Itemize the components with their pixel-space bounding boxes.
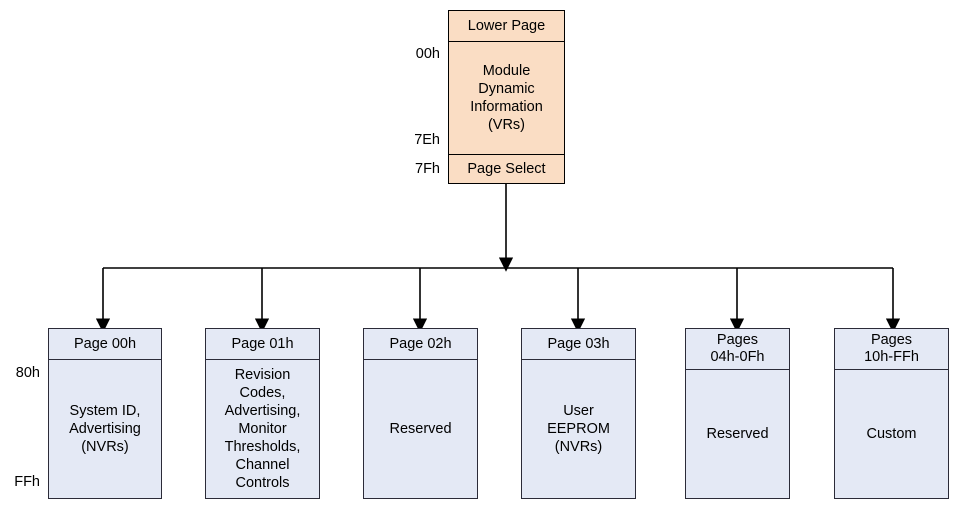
- page-box-header: Page 03h: [522, 329, 635, 360]
- page-box-body-label: Custom: [866, 426, 917, 442]
- page-box-page-02h: Page 02h Reserved: [363, 328, 478, 499]
- page-box-body: Reserved: [364, 360, 477, 498]
- page-box-body: Reserved: [686, 370, 789, 498]
- page-box-page-00h: Page 00h System ID, Advertising (NVRs): [48, 328, 162, 499]
- address-label-FFh: FFh: [14, 474, 40, 490]
- page-box-header: Page 00h: [49, 329, 161, 360]
- address-label-00h: 00h: [415, 46, 440, 62]
- page-select-section: Page Select: [449, 155, 564, 183]
- address-label-80h: 80h: [15, 365, 40, 381]
- page-box-body: Custom: [835, 370, 948, 498]
- page-box-body: User EEPROM (NVRs): [522, 360, 635, 498]
- page-box-pages-04h-0Fh: Pages 04h-0Fh Reserved: [685, 328, 790, 499]
- lower-page-block: Lower Page Module Dynamic Information (V…: [448, 10, 565, 184]
- page-box-body-label: Reserved: [706, 426, 769, 442]
- page-box-body: System ID, Advertising (NVRs): [49, 360, 161, 498]
- page-box-header: Page 02h: [364, 329, 477, 360]
- page-box-header: Pages 10h-FFh: [835, 329, 948, 370]
- page-box-header: Pages 04h-0Fh: [686, 329, 789, 370]
- page-box-body-label: System ID, Advertising (NVRs): [69, 403, 141, 455]
- page-box-page-01h: Page 01h Revision Codes, Advertising, Mo…: [205, 328, 320, 499]
- module-dynamic-information-label: Module Dynamic Information (VRs): [470, 63, 543, 133]
- page-box-page-03h: Page 03h User EEPROM (NVRs): [521, 328, 636, 499]
- address-label-7Fh: 7Fh: [415, 161, 440, 177]
- page-box-body-label: User EEPROM (NVRs): [547, 403, 610, 455]
- page-box-body-label: Revision Codes, Advertising, Monitor Thr…: [224, 367, 301, 491]
- page-box-pages-10h-FFh: Pages 10h-FFh Custom: [834, 328, 949, 499]
- address-label-7Eh: 7Eh: [414, 132, 440, 148]
- page-box-body-label: Reserved: [389, 421, 452, 437]
- page-box-header: Page 01h: [206, 329, 319, 360]
- module-dynamic-information-section: Module Dynamic Information (VRs): [449, 42, 564, 155]
- lower-page-title: Lower Page: [449, 11, 564, 42]
- page-box-body: Revision Codes, Advertising, Monitor Thr…: [206, 360, 319, 498]
